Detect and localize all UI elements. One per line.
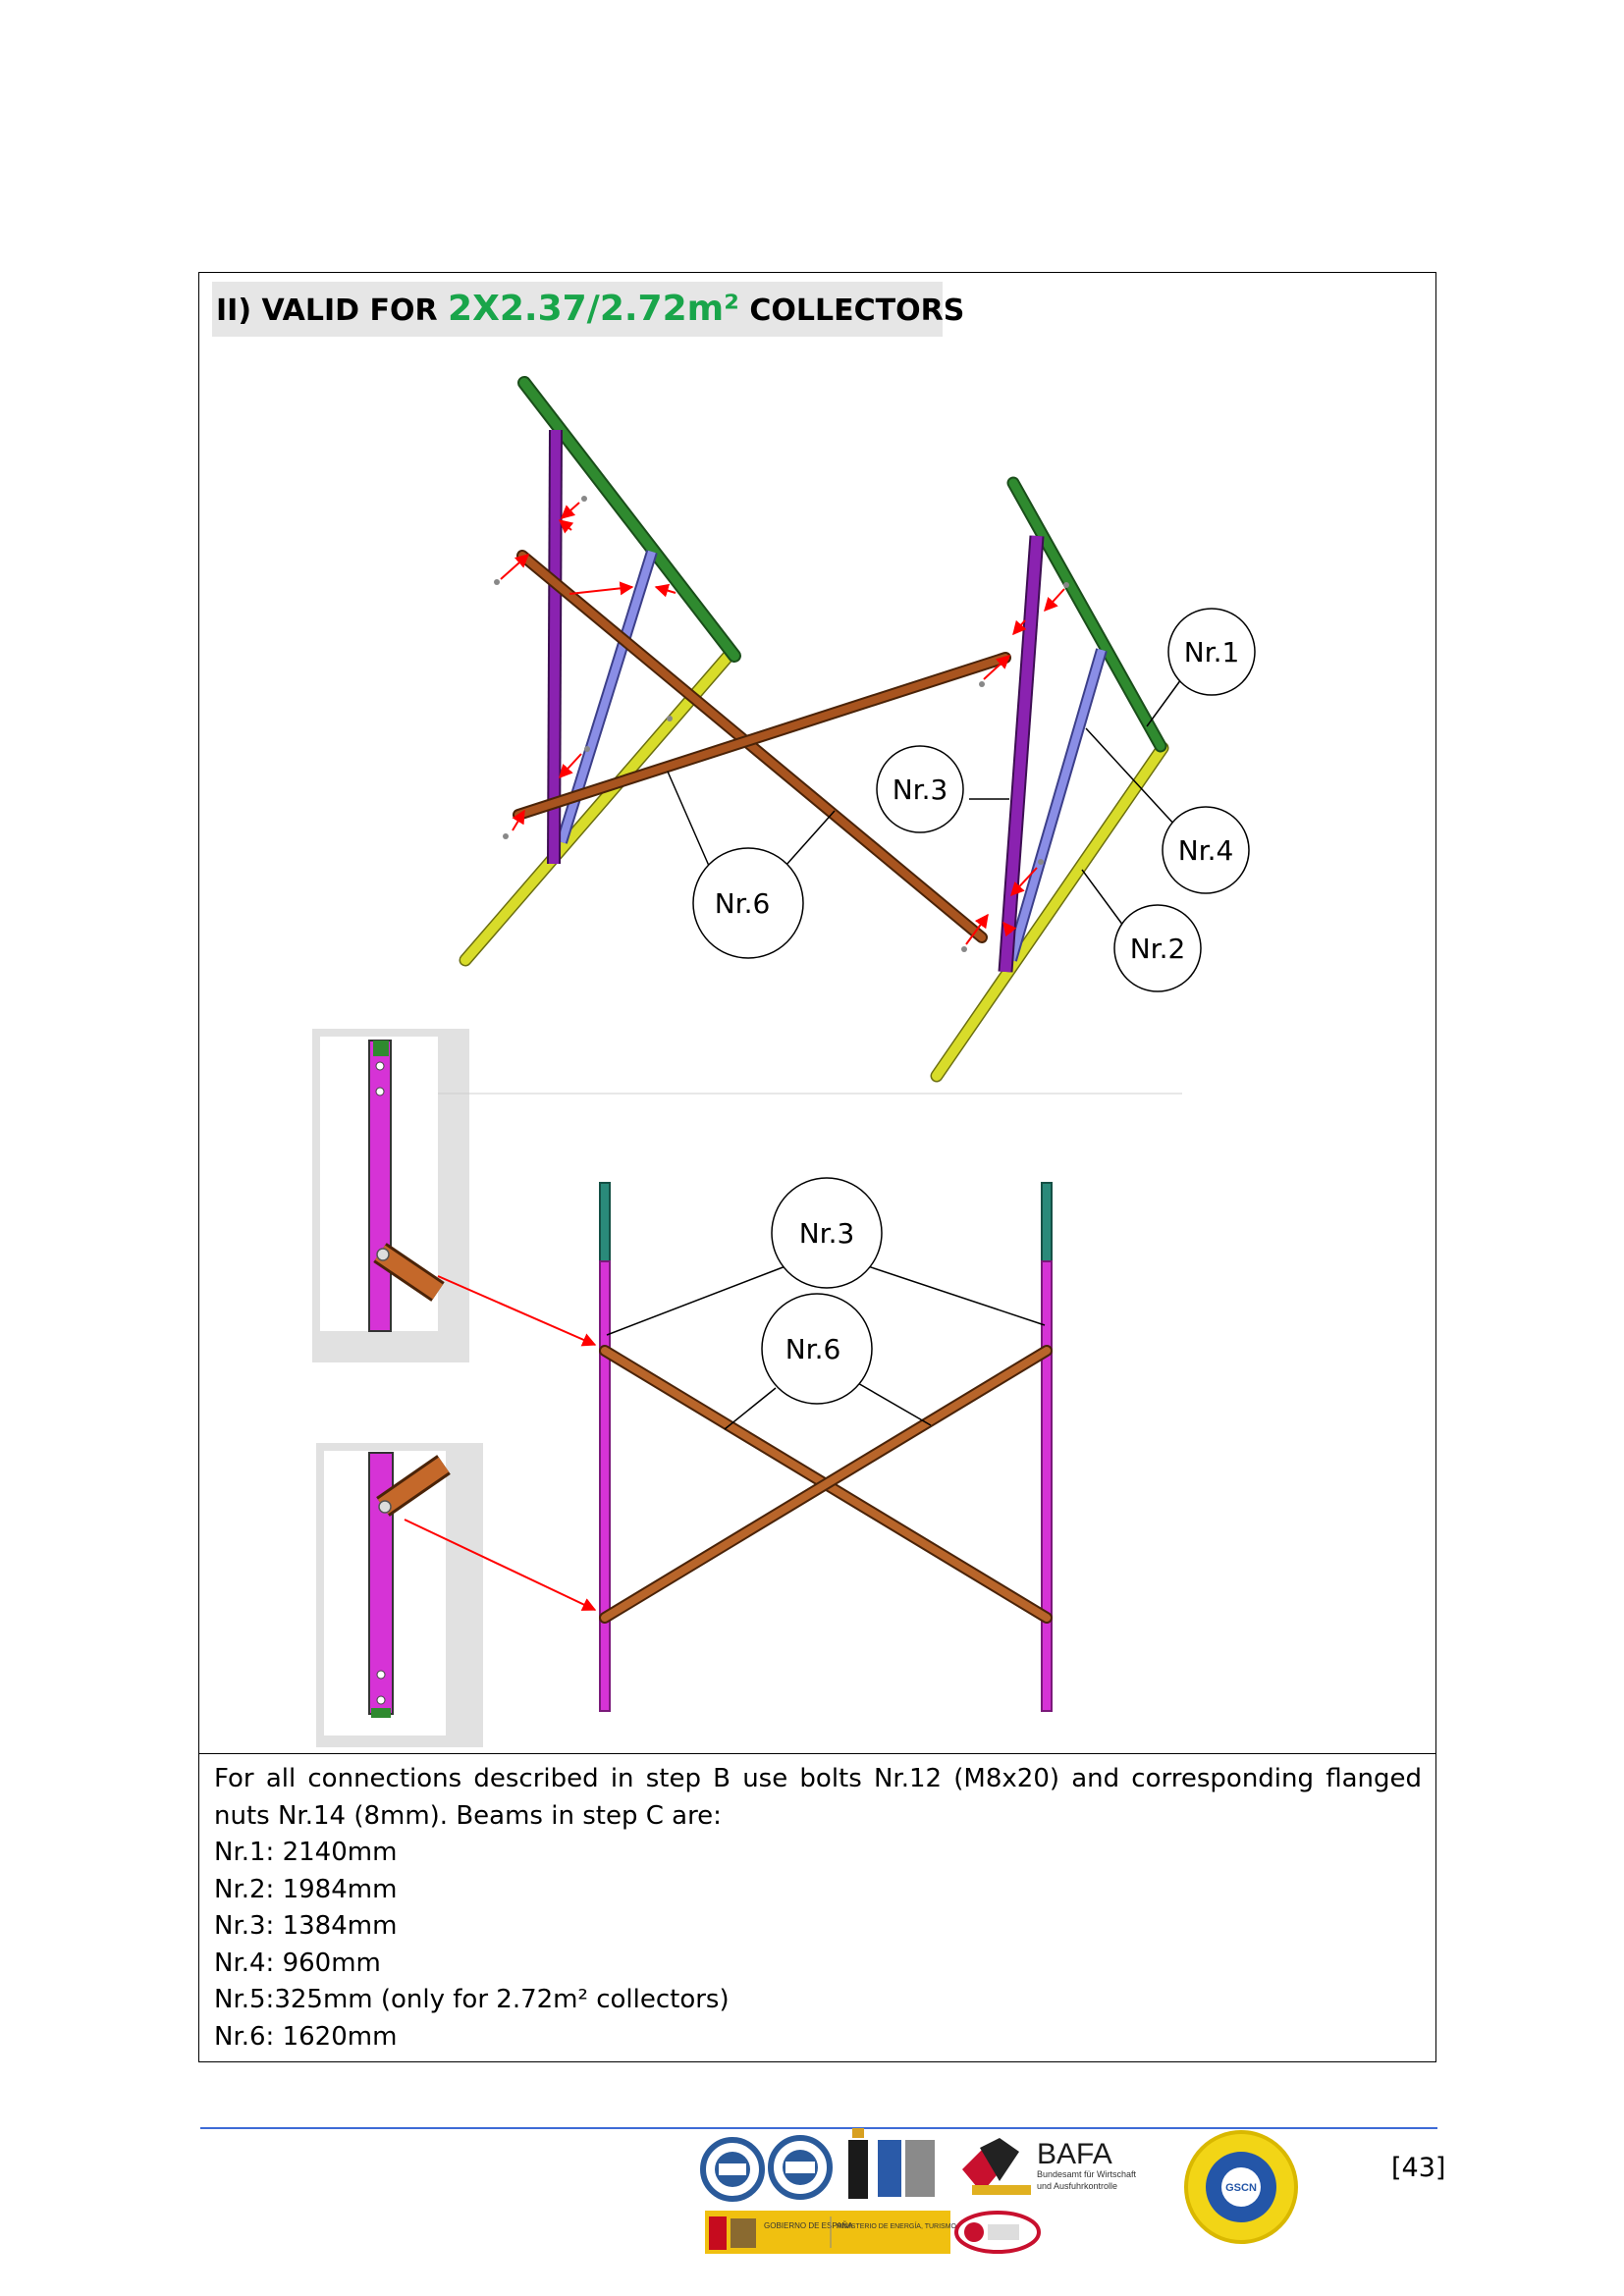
connection-arrows-3d	[500, 502, 1065, 945]
right-beam-nr2	[932, 743, 1167, 1081]
dgs-logo	[700, 2137, 765, 2202]
right-beam-nr4	[1007, 648, 1106, 962]
callout-nr4: Nr.4	[1162, 806, 1250, 894]
section-heading: II) VALID FOR 2X2.37/2.72m² COLLECTORS	[212, 282, 964, 337]
svg-text:GSCN: GSCN	[1225, 2182, 1257, 2194]
cross-beam-nr6-a	[518, 552, 986, 941]
gscn-seal: GSCN	[1184, 2130, 1298, 2244]
cross-beam-nr6-b	[514, 654, 1009, 819]
description-text: For all connections described in step B …	[214, 1761, 1422, 2056]
frame-divider	[198, 1753, 1436, 1754]
front-view	[599, 1182, 1053, 1712]
page-number: [43]	[1391, 2153, 1446, 2183]
svg-text:Nr.3: Nr.3	[893, 774, 948, 806]
footer-rule	[200, 2127, 1437, 2129]
callout-nr1: Nr.1	[1167, 608, 1256, 696]
spec-nr5: Nr.5:325mm (only for 2.72m² collectors)	[214, 1985, 730, 2014]
svg-text:Nr.2: Nr.2	[1130, 933, 1186, 965]
svg-text:und Ausfuhrkontrolle: und Ausfuhrkontrolle	[1037, 2181, 1117, 2191]
certification-logo-2	[768, 2135, 833, 2200]
assembly-diagram: Nr.1 Nr.3 Nr.4 Nr.2 Nr.6	[312, 376, 1256, 1747]
callout-front-nr6: Nr.6	[761, 1293, 873, 1405]
estif-logo	[848, 2128, 935, 2199]
leader-lines-front	[606, 1265, 1046, 1430]
callout-nr3: Nr.3	[876, 745, 964, 833]
svg-text:GOBIERNO DE ESPAÑA: GOBIERNO DE ESPAÑA	[764, 2221, 853, 2230]
callout-nr6: Nr.6	[692, 847, 804, 959]
callout-front-nr3: Nr.3	[771, 1177, 883, 1289]
left-post-nr3	[599, 1260, 611, 1712]
cross-beams-3d	[513, 550, 1011, 943]
description-paragraph: For all connections described in step B …	[214, 1764, 1422, 1831]
spec-nr6: Nr.6: 1620mm	[214, 2021, 398, 2052]
callout-nr2: Nr.2	[1113, 904, 1202, 992]
svg-text:Nr.6: Nr.6	[785, 1333, 841, 1365]
svg-text:Nr.1: Nr.1	[1184, 636, 1240, 668]
bafa-logo: BAFA Bundesamt für Wirtschaft und Ausfuh…	[962, 2138, 1137, 2195]
certification-logo-3	[954, 2211, 1041, 2254]
spec-nr3: Nr.3: 1384mm	[214, 1911, 398, 1941]
heading-accent: 2X2.37/2.72m²	[448, 289, 739, 329]
heading-suffix: COLLECTORS	[738, 294, 965, 328]
heading-prefix: II) VALID FOR	[216, 294, 449, 328]
svg-text:Nr.4: Nr.4	[1178, 834, 1234, 867]
detail-inset-top	[312, 1029, 469, 1362]
right-beam-nr3	[1000, 535, 1043, 973]
left-beam-nr1	[519, 378, 739, 661]
svg-text:MINISTERIO DE ENERGÍA, TURISMO: MINISTERIO DE ENERGÍA, TURISMO Y AGENDA …	[837, 2221, 1021, 2230]
left-beam-nr3	[549, 429, 561, 865]
detail-arrows	[404, 1275, 597, 1611]
left-frame-3d	[459, 376, 741, 967]
spec-nr4: Nr.4: 960mm	[214, 1948, 381, 1978]
svg-text:BAFA: BAFA	[1037, 2138, 1112, 2170]
gobierno-espana-logo: GOBIERNO DE ESPAÑA MINISTERIO DE ENERGÍA…	[705, 2211, 1021, 2254]
content-frame	[198, 272, 1436, 2062]
leader-lines-3d	[667, 678, 1182, 931]
svg-text:Bundesamt für Wirtschaft: Bundesamt für Wirtschaft	[1037, 2169, 1137, 2179]
spec-nr1: Nr.1: 2140mm	[214, 1838, 398, 1867]
front-cross-beam-b	[601, 1347, 1051, 1622]
right-frame-3d	[930, 476, 1169, 1083]
svg-text:Nr.3: Nr.3	[799, 1217, 855, 1250]
left-beam-nr2	[460, 651, 733, 965]
right-beam-nr1	[1008, 478, 1165, 751]
spec-nr2: Nr.2: 1984mm	[214, 1874, 398, 1904]
svg-text:Nr.6: Nr.6	[715, 887, 771, 920]
right-post-nr3	[1041, 1260, 1053, 1712]
detail-inset-bottom	[316, 1443, 483, 1747]
